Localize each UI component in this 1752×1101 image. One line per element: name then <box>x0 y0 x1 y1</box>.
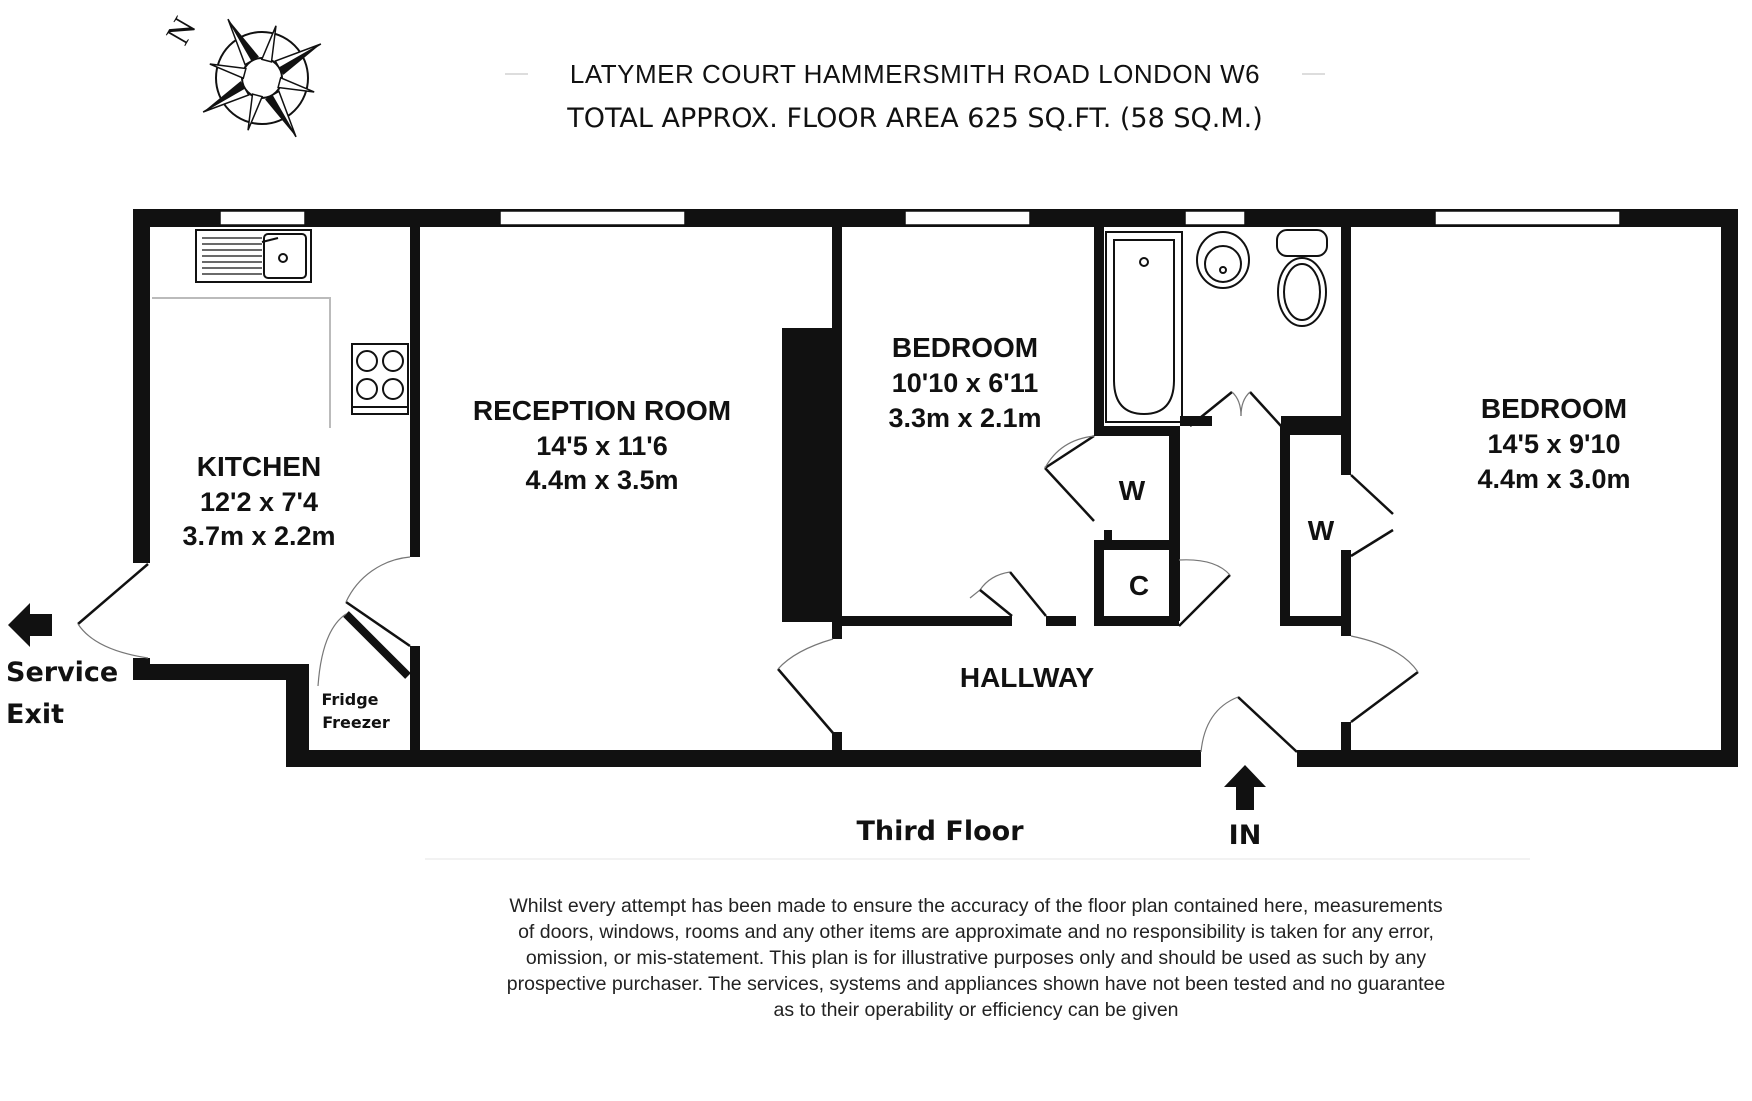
disclaimer-line: Whilst every attempt has been made to en… <box>509 895 1443 917</box>
entrance-arrow-icon <box>1224 765 1266 810</box>
toilet-icon <box>1276 229 1328 257</box>
wardrobe2-label: W <box>1308 515 1335 546</box>
service-exit-label-line1: Service <box>6 657 118 688</box>
fridge-label-line1: Fridge <box>321 690 378 709</box>
kitchen-sink-icon <box>195 229 312 283</box>
fridge-label-line2: Freezer <box>322 713 390 732</box>
kitchen-fixtures <box>152 229 409 428</box>
bedroom2-metric: 4.4m x 3.0m <box>1477 464 1630 494</box>
disclaimer-line: omission, or mis-statement. This plan is… <box>526 947 1427 969</box>
floor-label: Third Floor <box>856 816 1024 847</box>
hallway-name: HALLWAY <box>960 662 1095 693</box>
disclaimer-line: as to their operability or efficiency ca… <box>773 999 1178 1021</box>
disclaimer-line: prospective purchaser. The services, sys… <box>507 973 1445 995</box>
address-title: LATYMER COURT HAMMERSMITH ROAD LONDON W6 <box>570 59 1260 89</box>
bedroom2-name: BEDROOM <box>1481 393 1627 424</box>
disclaimer: Whilst every attempt has been made to en… <box>507 895 1445 1021</box>
service-exit-label-line2: Exit <box>6 699 64 730</box>
bedroom1-metric: 3.3m x 2.1m <box>888 403 1041 433</box>
service-exit-arrow-icon <box>8 603 52 647</box>
door-swings <box>77 391 1419 753</box>
reception-name: RECEPTION ROOM <box>473 395 731 426</box>
entrance-label: IN <box>1229 820 1262 851</box>
disclaimer-line: of doors, windows, rooms and any other i… <box>518 921 1434 943</box>
bedroom1-imperial: 10'10 x 6'11 <box>892 368 1038 398</box>
reception-imperial: 14'5 x 11'6 <box>536 431 667 461</box>
bedroom1-name: BEDROOM <box>892 332 1038 363</box>
cupboard-label: C <box>1129 570 1149 601</box>
kitchen-name: KITCHEN <box>197 451 321 482</box>
bathroom-fixtures <box>1105 229 1328 423</box>
windows <box>219 210 1621 226</box>
kitchen-metric: 3.7m x 2.2m <box>182 521 335 551</box>
bathtub-icon <box>1105 231 1183 423</box>
hob-icon <box>351 343 409 415</box>
reception-metric: 4.4m x 3.5m <box>525 465 678 495</box>
compass-rose-icon: N <box>160 11 322 138</box>
compass-north-label: N <box>160 11 204 51</box>
washbasin-icon <box>1196 231 1250 289</box>
kitchen-imperial: 12'2 x 7'4 <box>200 487 318 517</box>
bedroom2-imperial: 14'5 x 9'10 <box>1488 429 1621 459</box>
wardrobe1-label: W <box>1119 475 1146 506</box>
floor-area-title: TOTAL APPROX. FLOOR AREA 625 SQ.FT. (58 … <box>566 103 1262 134</box>
